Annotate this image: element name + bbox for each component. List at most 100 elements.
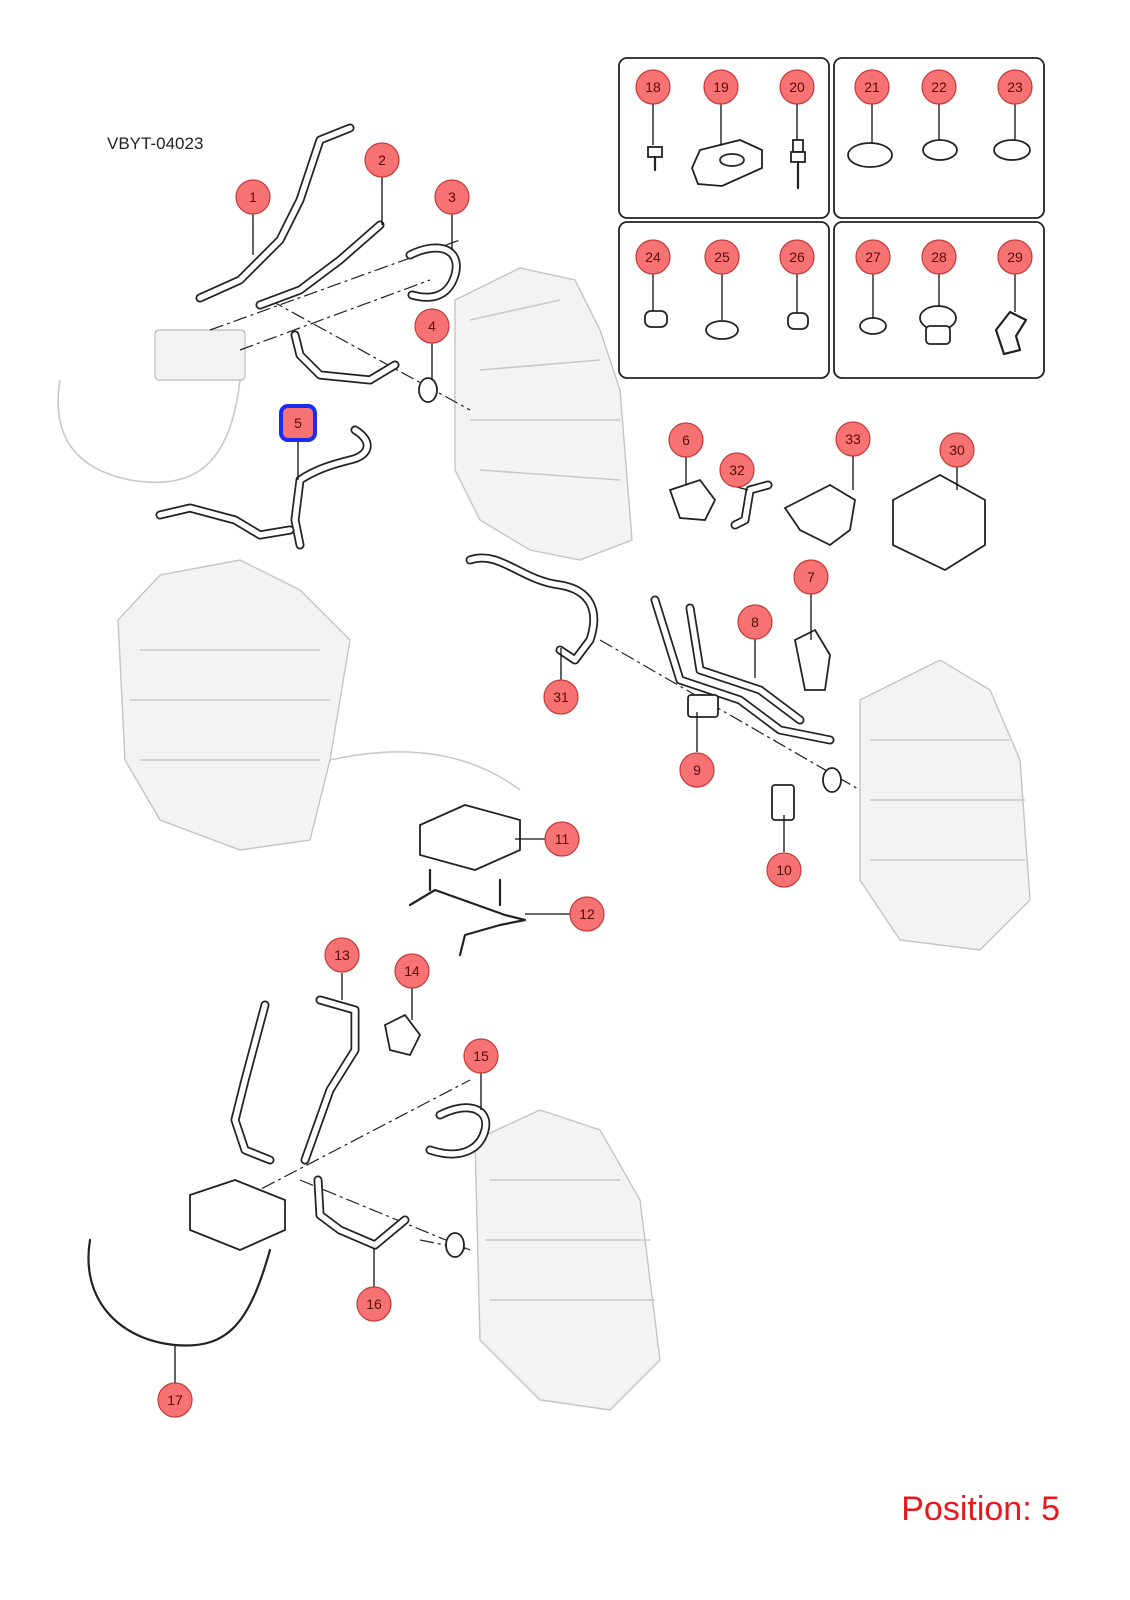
components xyxy=(189,473,986,1251)
callout-number: 3 xyxy=(448,189,456,205)
callout-number: 12 xyxy=(579,906,595,922)
callout-bubble xyxy=(939,432,975,468)
callout-15[interactable]: 15 xyxy=(463,1038,499,1074)
callout-30[interactable]: 30 xyxy=(939,432,975,468)
callout-number: 32 xyxy=(729,462,745,478)
clamp-21-drawing xyxy=(847,142,893,168)
callout-14[interactable]: 14 xyxy=(394,953,430,989)
clip-24-drawing xyxy=(644,310,668,328)
callout-number: 9 xyxy=(693,762,701,778)
callout-bubble xyxy=(779,69,815,105)
callout-number: 5 xyxy=(294,415,302,431)
callout-bubble xyxy=(703,69,739,105)
callout-33[interactable]: 33 xyxy=(835,421,871,457)
callout-3[interactable]: 3 xyxy=(434,179,470,215)
callout-number: 22 xyxy=(931,79,947,95)
callout-number: 4 xyxy=(428,318,436,334)
callout-19[interactable]: 19 xyxy=(703,69,739,105)
callout-4[interactable]: 4 xyxy=(414,308,450,344)
callout-bubble xyxy=(719,452,755,488)
callout-number: 11 xyxy=(555,831,570,847)
callout-23[interactable]: 23 xyxy=(997,69,1033,105)
callout-1[interactable]: 1 xyxy=(235,179,271,215)
callout-bubble xyxy=(544,821,580,857)
callout-number: 10 xyxy=(776,862,792,878)
callout-bubble xyxy=(635,69,671,105)
bolt-part-drawing xyxy=(647,146,663,172)
callout-number: 28 xyxy=(931,249,947,265)
hvac-housing-ghost xyxy=(57,267,1031,1411)
callout-27[interactable]: 27 xyxy=(855,239,891,275)
callout-22[interactable]: 22 xyxy=(921,69,957,105)
callout-bubble xyxy=(434,179,470,215)
valve-part-drawing xyxy=(919,305,957,345)
hose-part-5 xyxy=(155,425,372,550)
callout-20[interactable]: 20 xyxy=(779,69,815,105)
callout-number: 6 xyxy=(682,432,690,448)
callout-number: 2 xyxy=(378,152,386,168)
callout-29[interactable]: 29 xyxy=(997,239,1033,275)
callout-number: 7 xyxy=(807,569,815,585)
callout-9[interactable]: 9 xyxy=(679,752,715,788)
callout-number: 33 xyxy=(845,431,861,447)
callout-number: 18 xyxy=(645,79,661,95)
position-label: Position: 5 xyxy=(901,1490,1060,1528)
callout-12[interactable]: 12 xyxy=(569,896,605,932)
reference-code: VBYT-04023 xyxy=(107,134,204,153)
callout-bubble xyxy=(157,1382,193,1418)
callout-7[interactable]: 7 xyxy=(793,559,829,595)
callout-bubble xyxy=(679,752,715,788)
callout-bubble xyxy=(855,239,891,275)
bracket-part-drawing xyxy=(691,139,763,187)
fastener-panels xyxy=(618,57,1045,379)
callout-bubble xyxy=(414,308,450,344)
callout-bubble xyxy=(463,1038,499,1074)
callout-bubble xyxy=(779,239,815,275)
callout-number: 14 xyxy=(404,963,420,979)
callout-bubble xyxy=(543,679,579,715)
callout-17[interactable]: 17 xyxy=(157,1382,193,1418)
selected-callout-outline xyxy=(279,404,317,442)
callout-number: 16 xyxy=(366,1296,382,1312)
callout-number: 8 xyxy=(751,614,759,630)
retainer-clip-drawing xyxy=(994,310,1028,356)
callout-number: 1 xyxy=(249,189,257,205)
callout-32[interactable]: 32 xyxy=(719,452,755,488)
callout-bubble xyxy=(835,421,871,457)
clamp-23-drawing xyxy=(993,139,1031,161)
callout-bubble xyxy=(854,69,890,105)
callout-28[interactable]: 28 xyxy=(921,239,957,275)
callout-bubble xyxy=(635,239,671,275)
callout-26[interactable]: 26 xyxy=(779,239,815,275)
callout-bubble xyxy=(737,604,773,640)
callout-number: 19 xyxy=(713,79,729,95)
callout-6[interactable]: 6 xyxy=(668,422,704,458)
callout-16[interactable]: 16 xyxy=(356,1286,392,1322)
callout-number: 23 xyxy=(1007,79,1023,95)
callout-13[interactable]: 13 xyxy=(324,937,360,973)
callout-bubble xyxy=(356,1286,392,1322)
callout-number: 27 xyxy=(865,249,881,265)
callout-bubble xyxy=(235,179,271,215)
callout-11[interactable]: 11 xyxy=(544,821,580,857)
callout-number: 25 xyxy=(714,249,730,265)
hose-assemblies xyxy=(87,123,842,1347)
leader-lines xyxy=(174,104,1016,1383)
callout-31[interactable]: 31 xyxy=(543,679,579,715)
callout-21[interactable]: 21 xyxy=(854,69,890,105)
callout-number: 31 xyxy=(553,689,569,705)
callout-number: 24 xyxy=(645,249,661,265)
callout-number: 30 xyxy=(949,442,965,458)
callout-2[interactable]: 2 xyxy=(364,142,400,178)
callout-bubble xyxy=(569,896,605,932)
callout-10[interactable]: 10 xyxy=(766,852,802,888)
clip-26-drawing xyxy=(787,312,809,330)
callout-18[interactable]: 18 xyxy=(635,69,671,105)
callout-24[interactable]: 24 xyxy=(635,239,671,275)
callout-8[interactable]: 8 xyxy=(737,604,773,640)
callout-bubble xyxy=(766,852,802,888)
callout-5[interactable]: 5 xyxy=(279,404,317,442)
callout-25[interactable]: 25 xyxy=(704,239,740,275)
